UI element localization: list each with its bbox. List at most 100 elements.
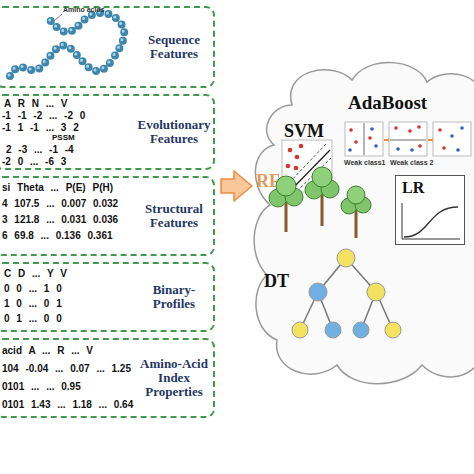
decision-tree-illustration-part: [376, 292, 393, 330]
table-row: 3 121.8 ... 0.031 0.036: [2, 215, 118, 225]
model-cloud: SVM AdaBoostRF DT LR: [252, 60, 474, 390]
adaboost-illustration-part: [410, 148, 414, 152]
table-row: 1 0 ... 0 1: [4, 299, 62, 309]
table-row: -1 -1 -2 ... -2 0: [2, 111, 85, 121]
adaboost-illustration-part: [348, 148, 352, 152]
decision-tree-illustration-part: [353, 322, 369, 338]
table-row: 0 1 ... 0 0: [4, 314, 62, 324]
decision-tree-illustration-part: [361, 292, 376, 330]
decision-tree-illustration: [292, 249, 401, 338]
decision-tree-illustration-part: [292, 322, 308, 338]
model-name: LR: [402, 180, 424, 196]
random-forest-illustration-part: [285, 188, 303, 206]
svm-illustration-part: [291, 150, 330, 190]
logistic-regression-plot: [402, 203, 460, 239]
panel-caption: Weak class1: [344, 159, 386, 166]
svm-illustration-part: [286, 144, 326, 186]
adaboost-illustration-part: [370, 127, 374, 131]
random-forest-illustration-part: [321, 192, 324, 226]
random-forest-illustration-part: [355, 208, 358, 238]
adaboost-illustration-part: [408, 129, 412, 133]
amino-acid-chain-part: [54, 14, 62, 21]
adaboost-illustration-part: [438, 128, 442, 132]
random-forest-illustration-part: [312, 167, 332, 187]
amino-acid-chain-part: [10, 13, 124, 76]
adaboost-illustration-part: [456, 148, 460, 152]
random-forest-illustration-part: [321, 180, 339, 198]
table-row: C D ... Y V: [4, 269, 67, 279]
adaboost-illustration-part: [417, 125, 421, 129]
panel-caption: Weak class 2: [390, 159, 433, 166]
model-name: RF: [256, 172, 280, 190]
random-forest-illustration: [269, 167, 371, 238]
random-forest-illustration-part: [305, 181, 323, 199]
adaboost-illustration-part: [418, 144, 422, 148]
svm-illustration-part: [282, 140, 332, 192]
adaboost-illustration-part: [390, 140, 426, 141]
adaboost-illustration-part: [442, 146, 446, 150]
decision-tree-illustration-part: [318, 292, 333, 330]
flow-arrow: [221, 171, 252, 201]
adaboost-illustration: [345, 122, 471, 156]
svm-illustration-part: [323, 170, 328, 175]
adaboost-illustration-part: [374, 144, 378, 148]
decision-tree-illustration-part: [367, 283, 385, 301]
adaboost-illustration-part: [394, 126, 398, 130]
feature-label: Evolutionary Features: [137, 118, 211, 147]
model-box: LR: [395, 175, 465, 245]
amino-acid-chain: [9, 12, 124, 76]
svm-illustration-part: [294, 166, 299, 171]
part-label: Amino acids: [63, 6, 105, 13]
decision-tree-illustration-part: [346, 258, 376, 292]
svm-illustration: [282, 140, 332, 192]
cloud-shape: [254, 63, 474, 384]
decision-tree-illustration-part: [300, 292, 318, 330]
svm-illustration-part: [295, 155, 300, 160]
adaboost-illustration-part: [433, 122, 471, 156]
svm-illustration-part: [297, 158, 331, 191]
adaboost-illustration-part: [384, 137, 389, 143]
table-row: -1 1 -1 ... 3 2: [2, 123, 79, 133]
model-name: AdaBoost: [348, 93, 427, 112]
table-row: 6 69.8 ... 0.136 0.361: [2, 231, 113, 241]
feature-label: Sequence Features: [137, 33, 211, 62]
table-row: si Theta ... P(E) P(H): [2, 183, 113, 193]
adaboost-illustration-part: [345, 122, 383, 156]
table-row: 0101 ... ... 0.95: [2, 382, 81, 392]
random-forest-illustration-part: [355, 197, 371, 213]
table-row: A R N ... V: [4, 99, 67, 109]
logistic-regression-plot-part: [402, 239, 460, 240]
table-row: 2 -3 ... -1 -4: [6, 145, 74, 155]
svm-illustration-part: [286, 164, 291, 169]
table-row: -2 0 ... -6 3: [2, 157, 66, 167]
feature-box: Sequence Features: [0, 6, 215, 88]
model-name: SVM: [284, 122, 324, 140]
feature-label: Binary-Profiles: [137, 283, 211, 312]
model-name: DT: [264, 272, 289, 290]
adaboost-illustration-part: [368, 136, 372, 140]
svm-illustration-part: [288, 148, 293, 153]
adaboost-illustration-part: [396, 147, 400, 151]
logistic-regression-plot-part: [404, 207, 458, 237]
table-row: 104 -0.04 ... 0.07 ... 1.25: [2, 364, 131, 374]
table-row: 4 107.5 ... 0.007 0.032: [2, 199, 118, 209]
adaboost-illustration-part: [349, 128, 353, 132]
feature-label: Amino-Acid Index Properties: [137, 357, 211, 400]
svm-illustration-part: [310, 184, 315, 189]
random-forest-illustration-part: [276, 176, 296, 196]
decision-tree-illustration-part: [385, 322, 401, 338]
random-forest-illustration-part: [285, 200, 288, 232]
amino-acid-chain-part: [9, 12, 123, 75]
logistic-regression-plot-part: [402, 203, 403, 239]
svm-illustration-part: [316, 178, 321, 183]
table-row: 0101 1.43 ... 1.18 ... 0.64: [2, 400, 133, 410]
adaboost-illustration-part: [460, 126, 464, 130]
matrix-name: PSSM: [52, 134, 75, 142]
adaboost-illustration-part: [428, 137, 433, 143]
adaboost-illustration-part: [354, 140, 358, 144]
random-forest-illustration-part: [269, 189, 287, 207]
decision-tree-illustration-part: [325, 322, 341, 338]
adaboost-illustration-part: [450, 134, 454, 138]
random-forest-illustration-part: [347, 186, 365, 204]
